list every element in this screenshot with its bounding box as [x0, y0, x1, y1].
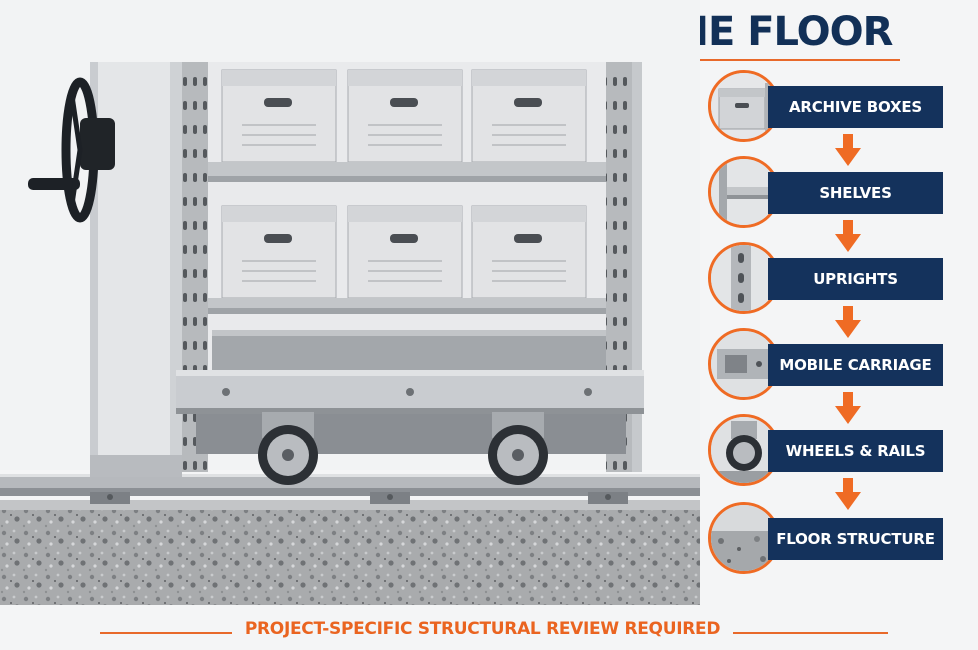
- end-panel: [90, 62, 182, 477]
- mobile-carriage: [176, 370, 644, 454]
- down-arrow-icon: [835, 306, 861, 338]
- step-shelves: SHELVES: [700, 156, 978, 228]
- step-label: WHEELS & RAILS: [768, 430, 943, 472]
- step-archive-boxes: ARCHIVE BOXES: [700, 70, 978, 142]
- step-floor-structure: FLOOR STRUCTURE: [700, 502, 978, 574]
- step-uprights: UPRIGHTS: [700, 242, 978, 314]
- step-label: ARCHIVE BOXES: [768, 86, 943, 128]
- base-compartment: [212, 330, 606, 370]
- footer-rule-right: [733, 632, 888, 634]
- wheels: [258, 412, 548, 485]
- step-wheels-rails: WHEELS & RAILS: [700, 414, 978, 486]
- shelves: [208, 162, 606, 314]
- concrete-floor: [0, 500, 700, 605]
- down-arrow-icon: [835, 220, 861, 252]
- step-label: FLOOR STRUCTURE: [768, 518, 943, 560]
- handwheel: [28, 77, 115, 223]
- load-path-steps: ARCHIVE BOXES SHELVES UPRIGHTS MOBILE CA…: [700, 70, 978, 590]
- carriage-icon: [708, 328, 780, 400]
- down-arrow-icon: [835, 392, 861, 424]
- down-arrow-icon: [835, 478, 861, 510]
- shelving-illustration: [0, 62, 700, 605]
- step-label: UPRIGHTS: [768, 258, 943, 300]
- step-label: SHELVES: [768, 172, 943, 214]
- down-arrow-icon: [835, 134, 861, 166]
- footer-note: PROJECT-SPECIFIC STRUCTURAL REVIEW REQUI…: [244, 619, 721, 639]
- archive-boxes: [221, 69, 587, 299]
- floor-rail: [0, 474, 700, 504]
- step-mobile-carriage: MOBILE CARRIAGE: [700, 328, 978, 400]
- upright-icon: [708, 242, 780, 314]
- step-label: MOBILE CARRIAGE: [768, 344, 943, 386]
- footer-rule-left: [100, 632, 232, 634]
